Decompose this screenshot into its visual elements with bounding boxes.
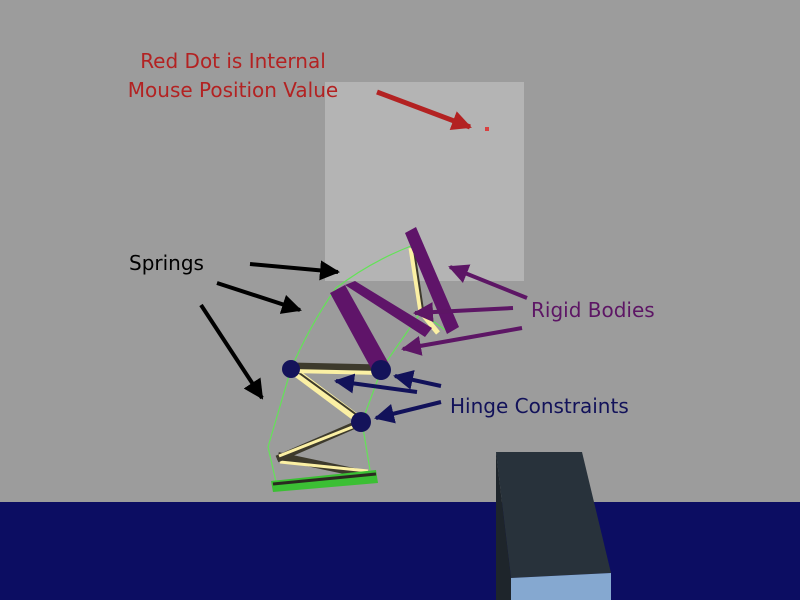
beam-dark xyxy=(290,366,362,419)
green-base xyxy=(271,470,378,492)
hinge xyxy=(371,360,391,380)
arrow-hinge xyxy=(374,400,442,424)
hinge-constraints-label: Hinge Constraints xyxy=(450,394,629,418)
rigid-bodies xyxy=(330,227,459,372)
rigid-body xyxy=(405,227,459,334)
arrow-hinge xyxy=(334,373,418,394)
arrow-rigid xyxy=(448,264,528,300)
mouse-position-dot xyxy=(485,127,489,131)
red-dot-label-line2: Mouse Position Value xyxy=(128,78,338,102)
arrow-spring xyxy=(199,303,264,400)
beam-dark xyxy=(290,362,383,372)
rigid-body xyxy=(345,281,432,337)
beam-dark xyxy=(413,249,424,311)
arrow-rigid xyxy=(413,302,514,323)
beams xyxy=(275,247,440,479)
hinge xyxy=(282,360,300,378)
beam-light xyxy=(278,422,361,458)
arrow-spring xyxy=(249,260,340,281)
hinge xyxy=(351,412,371,432)
arrow-mouse xyxy=(376,89,472,131)
arrow-hinge xyxy=(393,370,442,390)
springs-lines xyxy=(267,245,446,483)
arrow-rigid xyxy=(401,326,523,356)
rigid-body xyxy=(330,285,389,372)
beam-light xyxy=(408,247,424,313)
springs-label: Springs xyxy=(129,251,204,275)
spring-line xyxy=(267,446,277,483)
floor xyxy=(0,502,800,600)
spring-line xyxy=(335,245,412,289)
hinges xyxy=(282,360,391,432)
arrow-spring xyxy=(216,281,302,314)
beam-light xyxy=(279,460,369,473)
annotation-arrows xyxy=(199,89,528,424)
spring-line xyxy=(290,287,337,370)
red-dot-label-line1: Red Dot is Internal xyxy=(140,49,326,73)
spring-line xyxy=(267,368,292,448)
block-obstacle xyxy=(496,452,611,600)
beam-light xyxy=(290,369,383,375)
rigid-bodies-label: Rigid Bodies xyxy=(531,298,655,322)
beam-light xyxy=(288,365,365,426)
